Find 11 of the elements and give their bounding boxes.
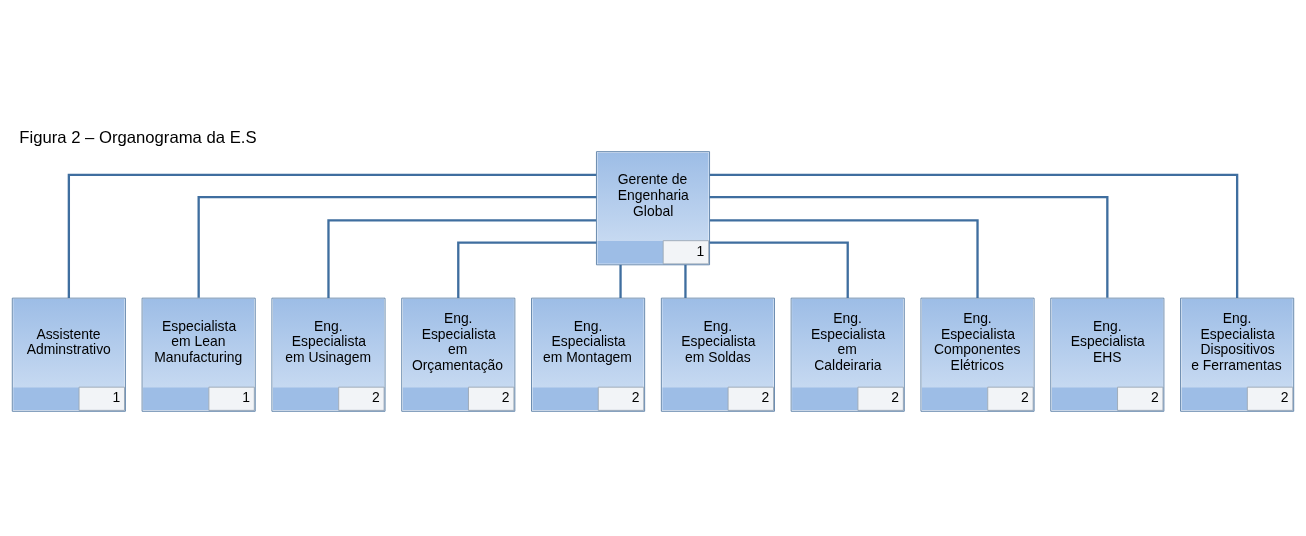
connector [709, 173, 1239, 298]
connector [709, 240, 849, 298]
connector [619, 264, 622, 298]
connector [709, 218, 979, 298]
connector [709, 195, 1109, 298]
connector [327, 218, 597, 298]
connector [684, 264, 687, 298]
diagram-title: Figura 2 – Organograma da E.S [19, 127, 257, 147]
connector [197, 195, 597, 298]
connector [67, 173, 597, 298]
connector [457, 240, 597, 298]
